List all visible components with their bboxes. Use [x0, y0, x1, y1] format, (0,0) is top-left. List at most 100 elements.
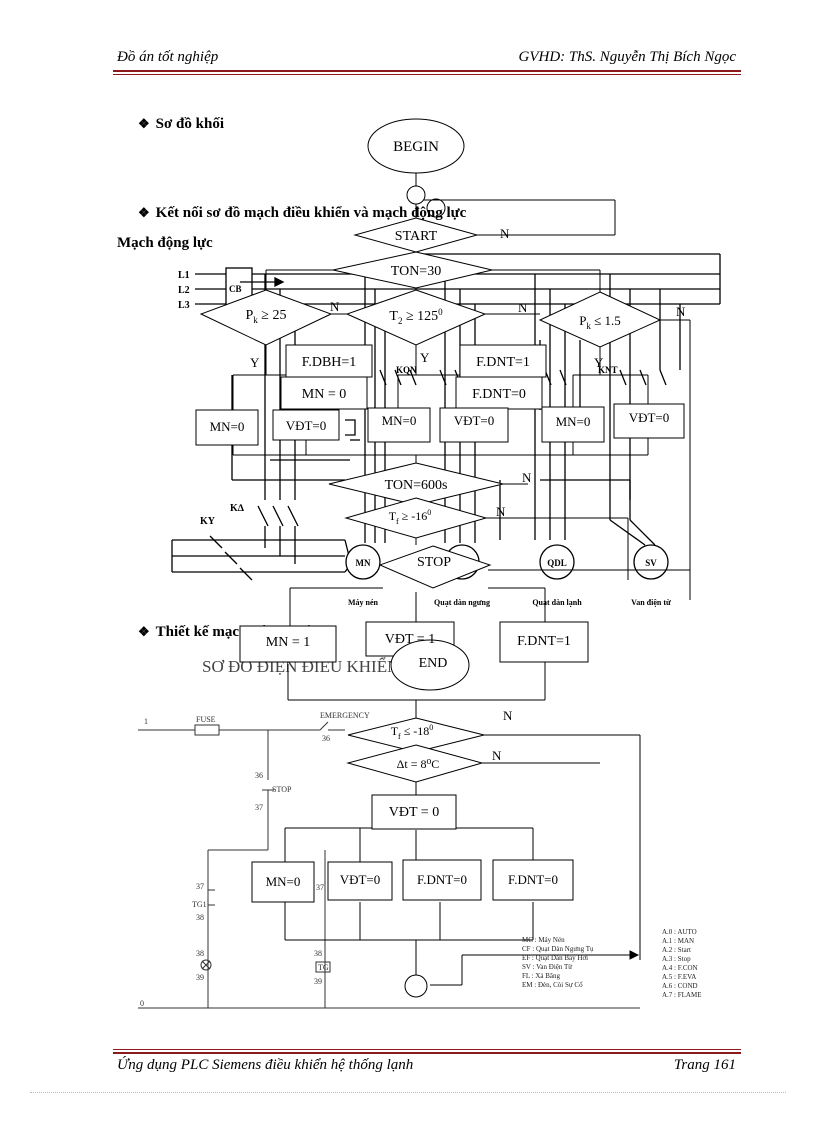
ctl-tg: TG [318, 963, 329, 972]
box-fdnt0-f [402, 859, 482, 901]
box-mn0-b [195, 409, 259, 446]
text-mn0-a: MN = 0 [302, 387, 346, 402]
ctl-n1: 1 [144, 717, 148, 726]
box-fdnt0-g [492, 859, 574, 901]
label-kqn: KQN [396, 365, 417, 375]
io-1: A.1 : MAN [662, 937, 694, 945]
footer-rule [113, 1052, 741, 1054]
label-n-pk25: N [330, 299, 340, 314]
text-mn1: MN = 1 [266, 635, 310, 650]
ctl-n39: 39 [196, 973, 204, 982]
footer-rule-thin [113, 1049, 741, 1050]
text-fdnt0-f: F.DNT=0 [417, 872, 467, 887]
label-n-tf18: N [503, 708, 513, 723]
text-end: END [419, 656, 448, 671]
text-ton600: TON=600s [385, 478, 448, 493]
ctl-n38c: 38 [314, 949, 322, 958]
header-right: GVHD: ThS. Nguyễn Thị Bích Ngọc [518, 49, 736, 65]
connector-top-b [426, 198, 446, 218]
motor-caption-md: Quạt dàn ngưng [434, 598, 490, 607]
text-pk25: Pk ≥ 25 [246, 308, 287, 325]
page-number: Trang 161 [673, 1057, 736, 1073]
flowchart-text: BEGIN START TON=30 Pk ≥ 25 T2 ≥ 1250 Pk … [210, 139, 670, 889]
box-mn0-a [280, 376, 368, 410]
ctl-n38: 38 [196, 913, 204, 922]
section-block-diagram: ❖Sơ đồ khối [138, 116, 224, 132]
legend: MC : Máy Nén CF : Quạt Dàn Ngưng Tụ EF :… [522, 936, 594, 989]
text-vdt1: VĐT = 1 [385, 632, 435, 647]
ctl-fuse: FUSE [196, 715, 216, 724]
label-y-pk15: Y [594, 355, 604, 370]
section-connect: ❖Kết nối sơ đồ mạch điều khiển và mạch đ… [138, 205, 467, 221]
node-end [390, 639, 470, 691]
io-7: A.7 : FLAME [662, 991, 701, 999]
label-l3: L3 [178, 300, 190, 311]
text-stop: STOP [417, 555, 451, 570]
footer-left: Ứng dụng PLC Siemens điều khiển hệ thống… [117, 1057, 414, 1073]
node-t2 [345, 289, 487, 346]
io-0: A.0 : AUTO [662, 928, 697, 936]
bullet-icon: ❖ [138, 624, 150, 639]
box-fdnt1-top [459, 344, 547, 378]
motor-caption-mn: Máy nén [348, 598, 379, 607]
power-labels: L1 L2 L3 CB KY K∆ KQN KNT [178, 270, 618, 527]
box-mn0-d [541, 406, 605, 443]
label-y-t2: Y [420, 350, 430, 365]
bullet-icon: ❖ [138, 205, 150, 220]
text-start: START [395, 229, 438, 244]
io-3: A.3 : Stop [662, 955, 691, 963]
legend-0: MC : Máy Nén [522, 936, 565, 944]
text-mn0-f: MN=0 [266, 874, 301, 889]
text-fdnt0-g: F.DNT=0 [508, 872, 558, 887]
bullet-icon: ❖ [138, 116, 150, 131]
text-t2: T2 ≥ 1250 [389, 307, 443, 326]
label-knt: KNT [598, 365, 618, 375]
legend-2: EF : Quạt Dàn Bay Hơi [522, 954, 588, 962]
ctl-n38b: 38 [196, 949, 204, 958]
box-vdt0-f [327, 861, 393, 901]
text-fdbh1: F.DBH=1 [302, 355, 357, 370]
box-fdbh1 [285, 344, 373, 378]
text-dt8: Δt = 8⁰C [397, 757, 440, 771]
ctl-n37b: 37 [196, 882, 204, 891]
label-n-tf16: N [496, 504, 506, 519]
label-n-ton600: N [522, 470, 532, 485]
label-l1: L1 [178, 270, 190, 281]
node-dt8 [346, 744, 484, 783]
box-vdt0-e [371, 794, 457, 830]
node-begin [367, 118, 465, 174]
label-l2: L2 [178, 285, 190, 296]
text-vdt0-d: VĐT=0 [629, 410, 670, 425]
io-6: A.6 : COND [662, 982, 698, 990]
io-list: A.0 : AUTO A.1 : MAN A.2 : Start A.3 : S… [662, 928, 701, 999]
page-break [30, 1092, 786, 1093]
text-vdt0-b: VĐT=0 [286, 418, 327, 433]
motor-label-qdl: QDL [547, 558, 567, 568]
label-cb: CB [229, 284, 242, 294]
ctl-n36b: 36 [255, 771, 263, 780]
legend-5: EM : Đèn, Còi Sự Cố [522, 981, 583, 989]
label-n-t2: N [518, 300, 528, 315]
header-rule [113, 70, 741, 72]
label-ky: KY [200, 516, 216, 527]
node-ton30 [332, 251, 493, 289]
label-y-pk25: Y [250, 355, 260, 370]
text-tf18: Tf ≤ -180 [391, 723, 434, 741]
ctl-emergency: EMERGENCY [320, 711, 370, 720]
connector-bottom [404, 974, 428, 998]
box-vdt0-d [613, 403, 685, 439]
legend-1: CF : Quạt Dàn Ngưng Tụ [522, 945, 594, 953]
motor-caption-sv: Van điện từ [631, 598, 671, 607]
label-n-pk15: N [676, 304, 686, 319]
label-n-dt8: N [492, 748, 502, 763]
box-mn0-f [251, 861, 315, 903]
ctl-stop: STOP [272, 785, 292, 794]
branch-labels: N N N N Y Y Y N N N N [250, 226, 686, 763]
text-fdnt1-mid: F.DNT=1 [517, 634, 571, 649]
header-left: Đồ án tốt nghiệp [117, 49, 219, 65]
motor-mn [345, 544, 381, 580]
node-tf16 [344, 497, 488, 539]
ctl-n37: 37 [255, 803, 263, 812]
box-vdt0-b [272, 409, 340, 441]
text-tf16: Tf ≥ -160 [389, 508, 432, 526]
